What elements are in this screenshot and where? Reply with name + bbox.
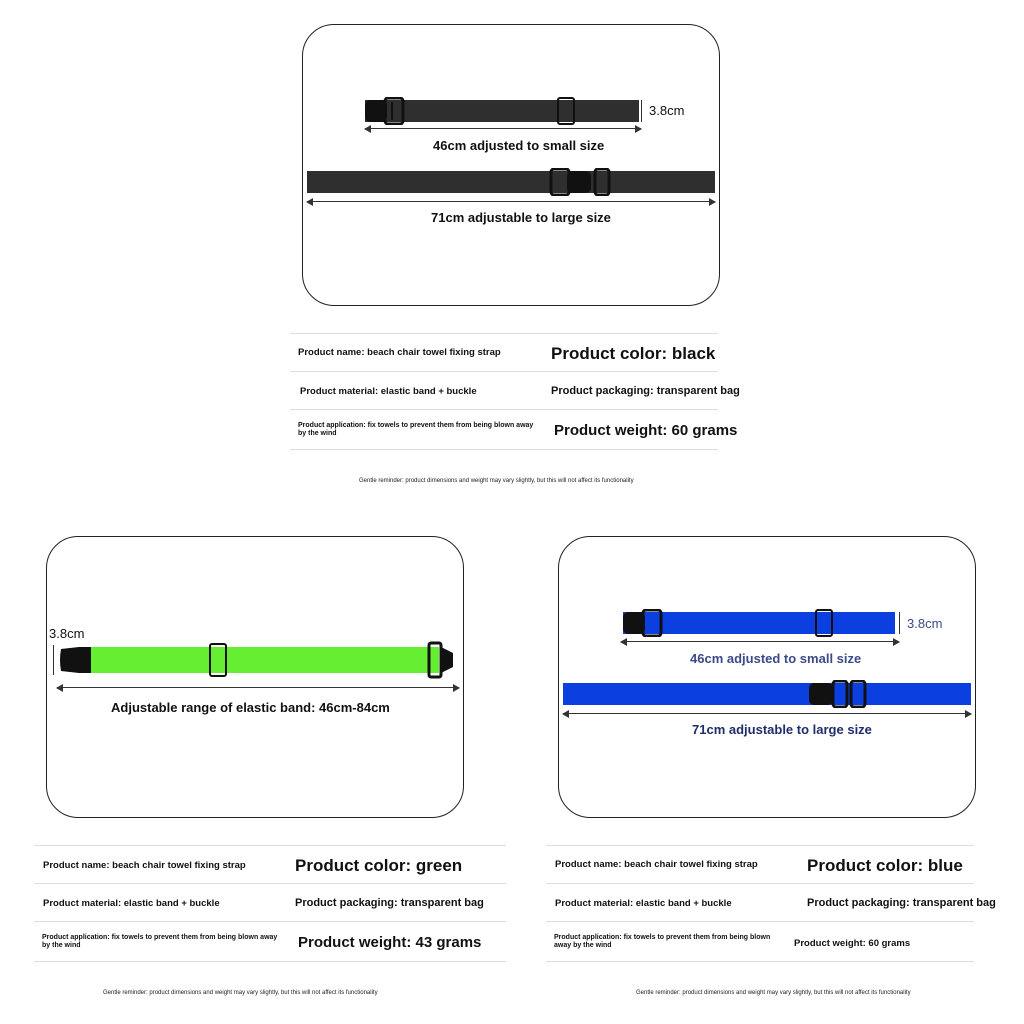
adjustable-range-label: Adjustable range of elastic band: 46cm-8…	[111, 700, 390, 715]
product-application: Product application: fix towels to preve…	[554, 934, 771, 949]
thickness-label: 3.8cm	[49, 626, 85, 641]
table-row: Product application: fix towels to preve…	[546, 921, 974, 962]
gentle-reminder: Gentle reminder: product dimensions and …	[359, 478, 634, 484]
large-size-dimension-line	[562, 709, 972, 718]
green-strap	[87, 647, 439, 673]
product-name: Product name: beach chair towel fixing s…	[298, 347, 501, 358]
product-application: Product application: fix towels to preve…	[42, 934, 278, 949]
product-application: Product application: fix towels to preve…	[298, 422, 534, 437]
product-packaging: Product packaging: transparent bag	[807, 897, 996, 909]
blue-strap-large	[563, 683, 971, 705]
buckle-icon	[623, 609, 663, 637]
small-size-dimension-line	[620, 637, 900, 646]
product-weight: Product weight: 60 grams	[794, 938, 911, 949]
thickness-dimension-line	[899, 612, 900, 634]
table-row: Product material: elastic band + buckle …	[34, 883, 506, 922]
table-row: Product material: elastic band + buckle …	[290, 371, 740, 410]
product-material: Product material: elastic band + buckle	[300, 386, 477, 397]
black-strap-small	[365, 100, 639, 122]
product-packaging: Product packaging: transparent bag	[295, 897, 484, 909]
buckle-icon	[549, 168, 611, 196]
product-weight: Product weight: 43 grams	[298, 934, 482, 951]
blue-strap-small	[623, 612, 895, 634]
thickness-dimension-line	[641, 100, 642, 122]
product-material: Product material: elastic band + buckle	[43, 898, 220, 909]
thickness-label: 3.8cm	[907, 616, 943, 631]
product-color: Product color: blue	[807, 856, 963, 875]
buckle-icon	[60, 647, 91, 673]
thickness-dimension-line	[53, 645, 54, 675]
small-size-label: 46cm adjusted to small size	[433, 138, 605, 153]
small-size-dimension-line	[364, 124, 642, 133]
product-name: Product name: beach chair towel fixing s…	[43, 860, 246, 871]
slider-buckle-icon	[209, 643, 227, 677]
gentle-reminder: Gentle reminder: product dimensions and …	[636, 990, 911, 996]
product-weight: Product weight: 60 grams	[554, 422, 738, 439]
black-strap-panel: 3.8cm 46cm adjusted to small size 71cm a…	[302, 24, 720, 306]
product-color: Product color: green	[295, 856, 463, 875]
table-row: Product material: elastic band + buckle …	[546, 883, 996, 922]
small-size-label: 46cm adjusted to small size	[690, 651, 862, 666]
range-dimension-line	[56, 683, 460, 692]
slider-buckle-icon	[815, 609, 833, 637]
product-packaging: Product packaging: transparent bag	[551, 385, 740, 397]
specs-table-green: Product name: beach chair towel fixing s…	[34, 845, 506, 962]
slider-buckle-icon	[557, 97, 575, 125]
buckle-icon	[427, 641, 453, 679]
buckle-icon	[365, 97, 405, 125]
gentle-reminder: Gentle reminder: product dimensions and …	[103, 990, 378, 996]
table-row: Product name: beach chair towel fixing s…	[290, 333, 718, 372]
blue-strap-panel: 3.8cm 46cm adjusted to small size 71cm a…	[558, 536, 976, 818]
buckle-icon	[809, 680, 867, 708]
large-size-dimension-line	[306, 197, 716, 206]
specs-table-blue: Product name: beach chair towel fixing s…	[546, 845, 996, 962]
product-name: Product name: beach chair towel fixing s…	[555, 859, 758, 870]
large-size-label: 71cm adjustable to large size	[692, 722, 872, 737]
table-row: Product application: fix towels to preve…	[34, 921, 506, 962]
thickness-label: 3.8cm	[649, 103, 685, 118]
black-strap-large	[307, 171, 715, 193]
large-size-label: 71cm adjustable to large size	[431, 210, 611, 225]
table-row: Product name: beach chair towel fixing s…	[34, 845, 506, 884]
table-row: Product application: fix towels to preve…	[290, 409, 737, 450]
product-material: Product material: elastic band + buckle	[555, 898, 732, 909]
table-row: Product name: beach chair towel fixing s…	[546, 845, 974, 884]
green-strap-panel: 3.8cm Adjustable range of elastic band: …	[46, 536, 464, 818]
product-color: Product color: black	[551, 344, 716, 363]
specs-table-black: Product name: beach chair towel fixing s…	[290, 333, 740, 450]
